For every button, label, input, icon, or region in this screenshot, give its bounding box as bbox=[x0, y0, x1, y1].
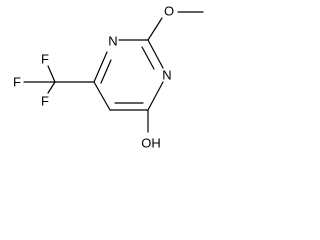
bond-c6-n1 bbox=[93, 51, 108, 83]
bond-cf3-f-top bbox=[47, 65, 56, 83]
bond-c2-n3 bbox=[147, 39, 164, 69]
atom-label-f-bottom: F bbox=[41, 94, 49, 109]
atom-label-o-methoxy: O bbox=[164, 4, 174, 19]
bond-n3-c4 bbox=[147, 81, 164, 111]
atom-label-f-left: F bbox=[13, 75, 21, 90]
atom-label-hydroxyl: OH bbox=[141, 136, 161, 151]
bond-cf3-f-bottom bbox=[47, 81, 56, 94]
chemical-structure-diagram: N N O OH F F F bbox=[13, 4, 204, 151]
bond-c2-o bbox=[147, 17, 163, 41]
atom-label-n-right: N bbox=[162, 68, 171, 83]
atom-label-f-top: F bbox=[41, 52, 49, 67]
bond-c6-n1-inner bbox=[100, 59, 112, 84]
atom-label-n-top: N bbox=[108, 34, 117, 49]
bond-c5-c6 bbox=[93, 81, 111, 111]
bond-c2-n3-inner bbox=[141, 46, 155, 70]
